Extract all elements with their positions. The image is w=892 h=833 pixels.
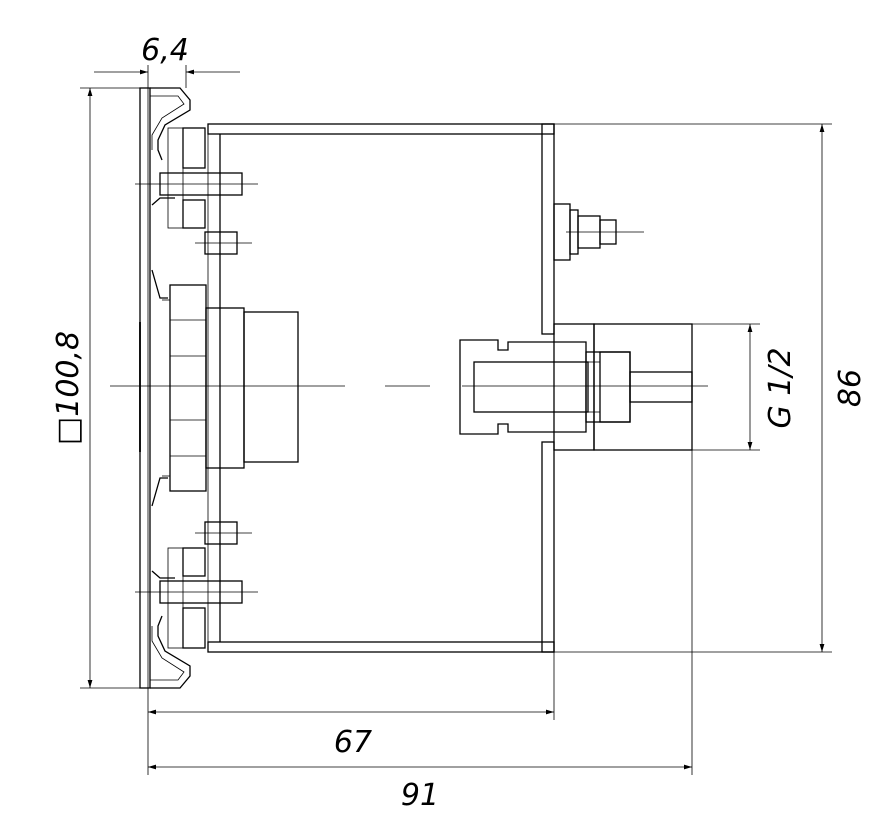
dim-label-flange-square: □100,8 [51,331,86,445]
dim-label-body-length: 67 [334,725,372,760]
screw-bottom-2 [195,521,252,545]
dimension-91: 91 [148,450,693,813]
screw-top-1 [135,172,258,196]
fitting [459,323,693,451]
dim-label-housing-height: 86 [833,369,868,407]
seal-top [167,127,206,229]
screw-bottom-1 [135,580,258,604]
dim-label-thread: G 1/2 [763,347,798,428]
seal-bottom [167,547,206,649]
dim-label-flange-thickness: 6,4 [141,33,189,68]
housing [207,123,555,653]
dimension-g-1-2: G 1/2 [692,323,798,451]
flange [139,87,191,689]
dim-label-overall-length: 91 [401,778,439,813]
dimension-67: 67 [147,652,555,775]
dimension-100-8: □100,8 [51,87,148,689]
screw-top-2 [195,231,252,255]
dimension-86: 86 [554,123,868,653]
dimension-6-4: 6,4 [94,33,240,88]
bushing [162,284,299,492]
small-bolt [553,203,644,261]
